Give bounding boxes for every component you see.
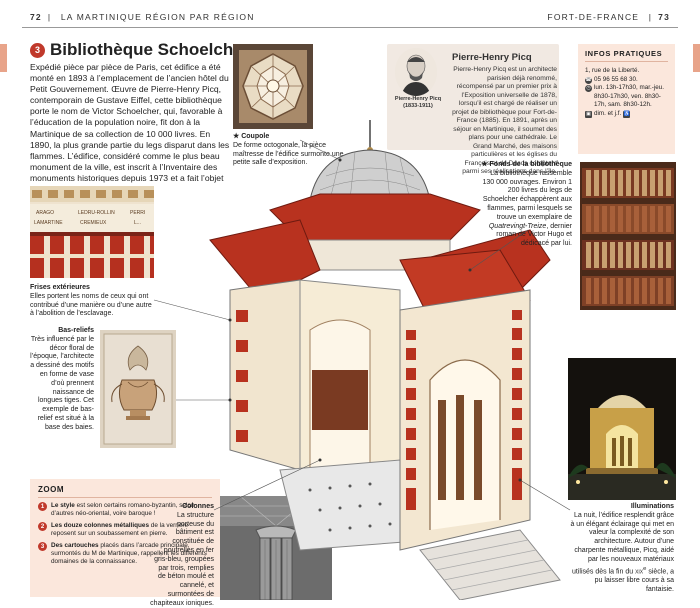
header-right: FORT-DE-FRANCE |73: [547, 12, 670, 22]
header-rule: [22, 27, 678, 28]
header-left: 72| LA MARTINIQUE RÉGION PAR RÉGION: [30, 12, 255, 22]
phone-icon: ☎: [585, 76, 592, 84]
page-number-right: 73: [658, 12, 670, 22]
article-title: 3 Bibliothèque Schoelcher: [30, 40, 249, 60]
camera-icon: ▣: [585, 110, 592, 118]
section-title-left: LA MARTINIQUE RÉGION PAR RÉGION: [60, 12, 255, 22]
caption-frises: Frises extérieures Elles portent les nom…: [30, 284, 152, 318]
edge-tab-left: [0, 44, 7, 72]
frieze-name-lamartine: LAMARTINE: [34, 220, 63, 226]
picq-portrait: [395, 48, 437, 96]
frises-photo: ARAGO LEDRU-ROLLIN PERRI LAMARTINE CREMI…: [30, 186, 154, 278]
caption-basreliefs: Bas-reliefs Très influencé par le décor …: [30, 327, 94, 431]
frieze-name-fragment: L...: [134, 220, 141, 226]
picq-portrait-label: Pierre-Henry Picq (1833-1911): [394, 96, 442, 109]
frieze-name-arago: ARAGO: [36, 210, 54, 216]
caption-colonnes: Colonnes La structure porteuse du bâtime…: [150, 503, 214, 607]
title-number-badge: 3: [30, 42, 45, 58]
zoom-item-number: 3: [38, 542, 47, 551]
zoom-item-number: 2: [38, 522, 47, 531]
basrelief-photo: [100, 330, 176, 448]
caption-illuminations: Illuminations La nuit, l’édifice resplen…: [570, 503, 674, 593]
accessibility-icon: ♿: [623, 110, 631, 118]
caption-fonds: ★ Fonds de la bibliothèque La bibliothèq…: [481, 161, 572, 248]
zoom-item-number: 1: [38, 502, 47, 511]
library-cutaway-illustration: [200, 110, 570, 601]
infos-address: 1, rue de la Liberté.: [585, 67, 640, 74]
clock-icon: ◷: [585, 85, 592, 93]
coupole-photo: [233, 44, 313, 129]
caption-coupole: ★ Coupole De forme octogonale, la pièce …: [233, 133, 344, 167]
illuminations-photo: [568, 358, 676, 500]
fonds-photo: [580, 162, 676, 310]
infos-phone: ☎05 96 55 68 30.: [585, 75, 638, 84]
section-title-right: FORT-DE-FRANCE: [547, 12, 640, 22]
zoom-heading: ZOOM: [38, 485, 212, 498]
picq-name: Pierre-Henry Picq: [452, 52, 532, 63]
infos-heading: INFOS PRATIQUES: [585, 49, 668, 62]
page-number-left: 72: [30, 12, 42, 22]
frieze-name-ledru-rollin: LEDRU-ROLLIN: [78, 210, 115, 216]
picq-box: Pierre-Henry Picq (1833-1911) Pierre-Hen…: [387, 44, 559, 175]
infos-hours: ◷lun. 13h-17h30, mar.-jeu. 8h30-17h30, v…: [585, 84, 665, 109]
title-text: Bibliothèque Schoelcher: [50, 40, 250, 59]
infos-pratiques: INFOS PRATIQUES 1, rue de la Liberté. ☎0…: [578, 44, 675, 154]
picq-text: Pierre-Henry Picq est un architecte pari…: [452, 66, 557, 175]
frieze-name-cremieux: CREMIEUX: [80, 220, 107, 226]
infos-closed: ▣dim. et j.f.♿: [585, 109, 631, 118]
edge-tab-right: [693, 44, 700, 72]
frieze-name-perri: PERRI: [130, 210, 145, 216]
